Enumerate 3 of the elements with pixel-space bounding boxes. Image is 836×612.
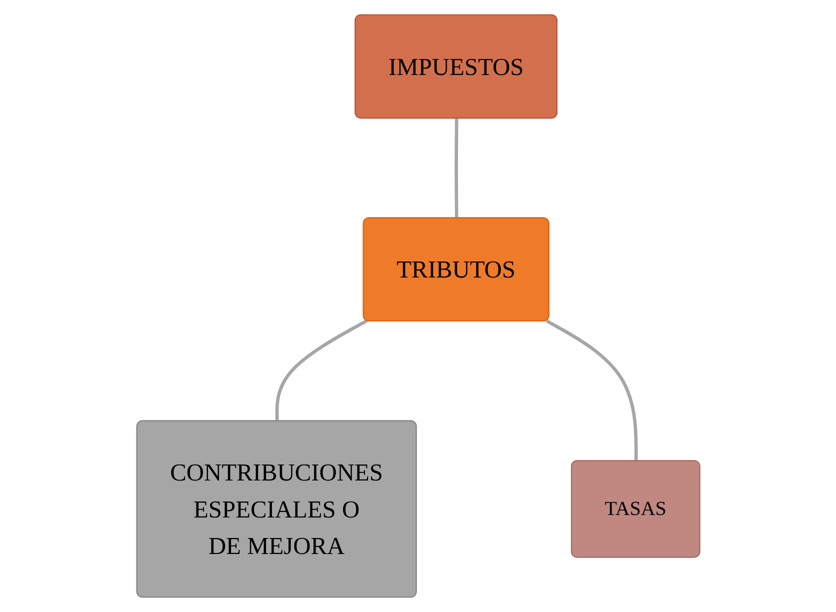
connector — [275, 319, 368, 422]
connector — [545, 319, 638, 462]
connector — [454, 118, 458, 218]
